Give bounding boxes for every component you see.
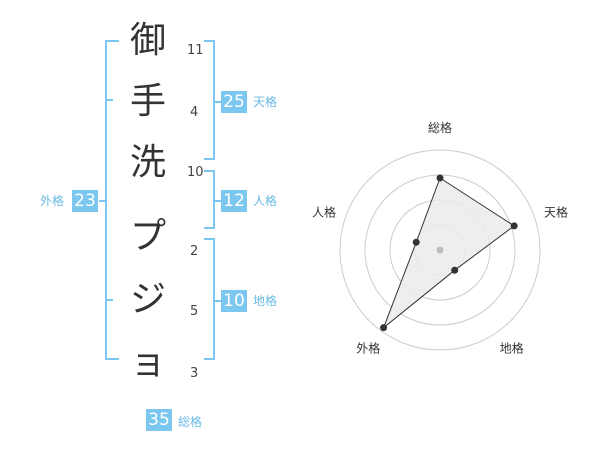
stroke-count-2: 4 bbox=[190, 105, 199, 120]
radar-polygon bbox=[382, 177, 516, 330]
name-char-4: プ bbox=[129, 216, 166, 257]
radar-axis-label-2: 天格 bbox=[544, 204, 568, 219]
name-char-2: 手 bbox=[129, 81, 166, 122]
radar-point-1 bbox=[436, 174, 444, 182]
radar-axis-label-4: 外格 bbox=[356, 341, 380, 356]
radar-point-5 bbox=[412, 238, 420, 246]
radar-axis-label-3: 地格 bbox=[500, 341, 524, 356]
tenkaku-score-badge: 25 bbox=[221, 91, 247, 113]
soukaku-score-badge: 35 bbox=[146, 409, 172, 431]
radar-ring-4 bbox=[339, 149, 541, 351]
radar-point-3 bbox=[451, 266, 459, 274]
name-char-5: ジ bbox=[129, 279, 166, 320]
gaikaku-label: 外格 bbox=[40, 194, 65, 208]
stroke-count-6: 3 bbox=[190, 366, 199, 381]
radar-point-4 bbox=[380, 324, 388, 332]
stroke-count-4: 2 bbox=[190, 244, 199, 259]
tenkaku-label: 天格 bbox=[253, 95, 278, 109]
stroke-count-5: 5 bbox=[190, 304, 199, 319]
radar-axis-label-5: 人格 bbox=[312, 204, 336, 219]
radar-point-2 bbox=[510, 222, 518, 230]
name-char-6: ョ bbox=[129, 342, 166, 383]
chikaku-label: 地格 bbox=[253, 294, 278, 308]
name-char-3: 洗 bbox=[129, 142, 166, 183]
gaikaku-score-badge: 23 bbox=[72, 190, 98, 212]
soukaku-label: 総格 bbox=[178, 415, 203, 429]
stroke-count-1: 11 bbox=[187, 43, 204, 58]
radar-center-dot bbox=[436, 246, 444, 254]
stroke-count-3: 10 bbox=[187, 165, 204, 180]
jinkaku-score-badge: 12 bbox=[221, 190, 247, 212]
name-char-1: 御 bbox=[129, 20, 166, 61]
jinkaku-label: 人格 bbox=[253, 194, 278, 208]
radar-axis-label-1: 総格 bbox=[428, 120, 452, 135]
chikaku-score-badge: 10 bbox=[221, 290, 247, 312]
